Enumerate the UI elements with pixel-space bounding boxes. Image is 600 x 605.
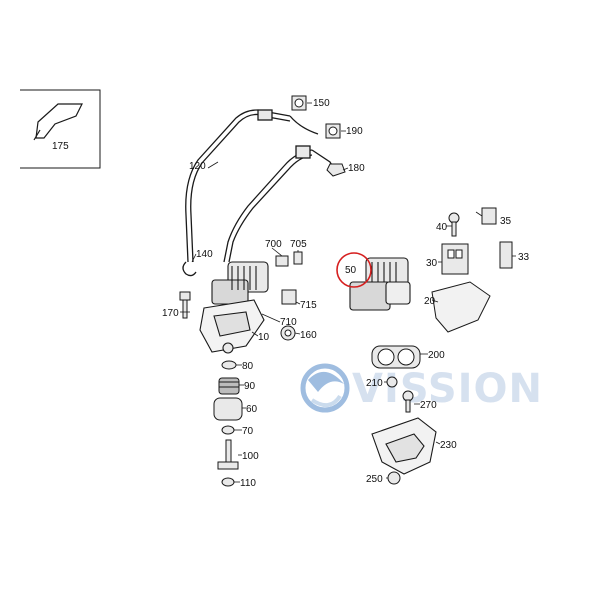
leader-lines [180,102,516,483]
callout-150: 150 [313,98,330,109]
nut-210 [386,376,398,388]
plug-35 [481,207,497,225]
callout-200: 200 [428,350,445,361]
callout-90: 90 [244,381,256,392]
callout-715: 715 [300,300,317,311]
screw-250 [387,471,401,485]
callout-180: 180 [348,163,365,174]
callout-110: 110 [240,478,256,489]
callout-120: 120 [189,161,206,172]
fitting-150 [291,95,307,111]
mount-stack [213,360,243,487]
callout-190: 190 [346,126,363,137]
bolt-270 [402,390,414,413]
callout-250: 250 [366,474,383,485]
callout-705: 705 [290,239,307,250]
callout-33: 33 [518,252,530,263]
callout-160: 160 [300,330,317,341]
callout-10: 10 [258,332,270,343]
callout-labels: 175 150 190 120 180 140 700 705 170 715 … [52,98,530,489]
fitting-705 [293,251,303,265]
callout-40: 40 [436,222,448,233]
callout-30: 30 [426,258,438,269]
nut-160 [280,325,296,341]
bolt-170 [179,291,191,319]
air-line-tubes [182,109,337,277]
bracket-20 [431,281,491,333]
relay-30 [441,243,469,275]
callout-50: 50 [345,265,357,276]
callout-70: 70 [242,426,254,437]
highlight-circle-50 [336,252,372,288]
callout-175: 175 [52,141,69,152]
fitting-180 [326,163,346,177]
callout-80: 80 [242,361,254,372]
callout-140: 140 [196,249,213,260]
callout-270: 270 [420,400,437,411]
compressor-assembly-left [199,261,269,354]
fitting-700 [275,255,289,267]
watermark-text: VISSION [352,366,543,412]
callout-60: 60 [246,404,258,415]
damper-200 [371,345,421,369]
valve-715 [281,289,297,305]
fitting-190 [325,123,341,139]
callout-210: 210 [366,378,383,389]
compressor-50 [349,257,411,311]
screw-40 [448,212,460,237]
watermark: VISSION [300,363,543,413]
callout-700: 700 [265,239,282,250]
callout-35: 35 [500,216,512,227]
watermark-logo [300,363,350,413]
callout-20: 20 [424,296,436,307]
callout-100: 100 [242,451,259,462]
cover-230 [371,417,437,475]
callout-170: 170 [162,308,179,319]
fitting-33 [499,241,513,269]
callout-230: 230 [440,440,457,451]
inset-175 [20,89,101,169]
callout-710: 710 [280,317,297,328]
